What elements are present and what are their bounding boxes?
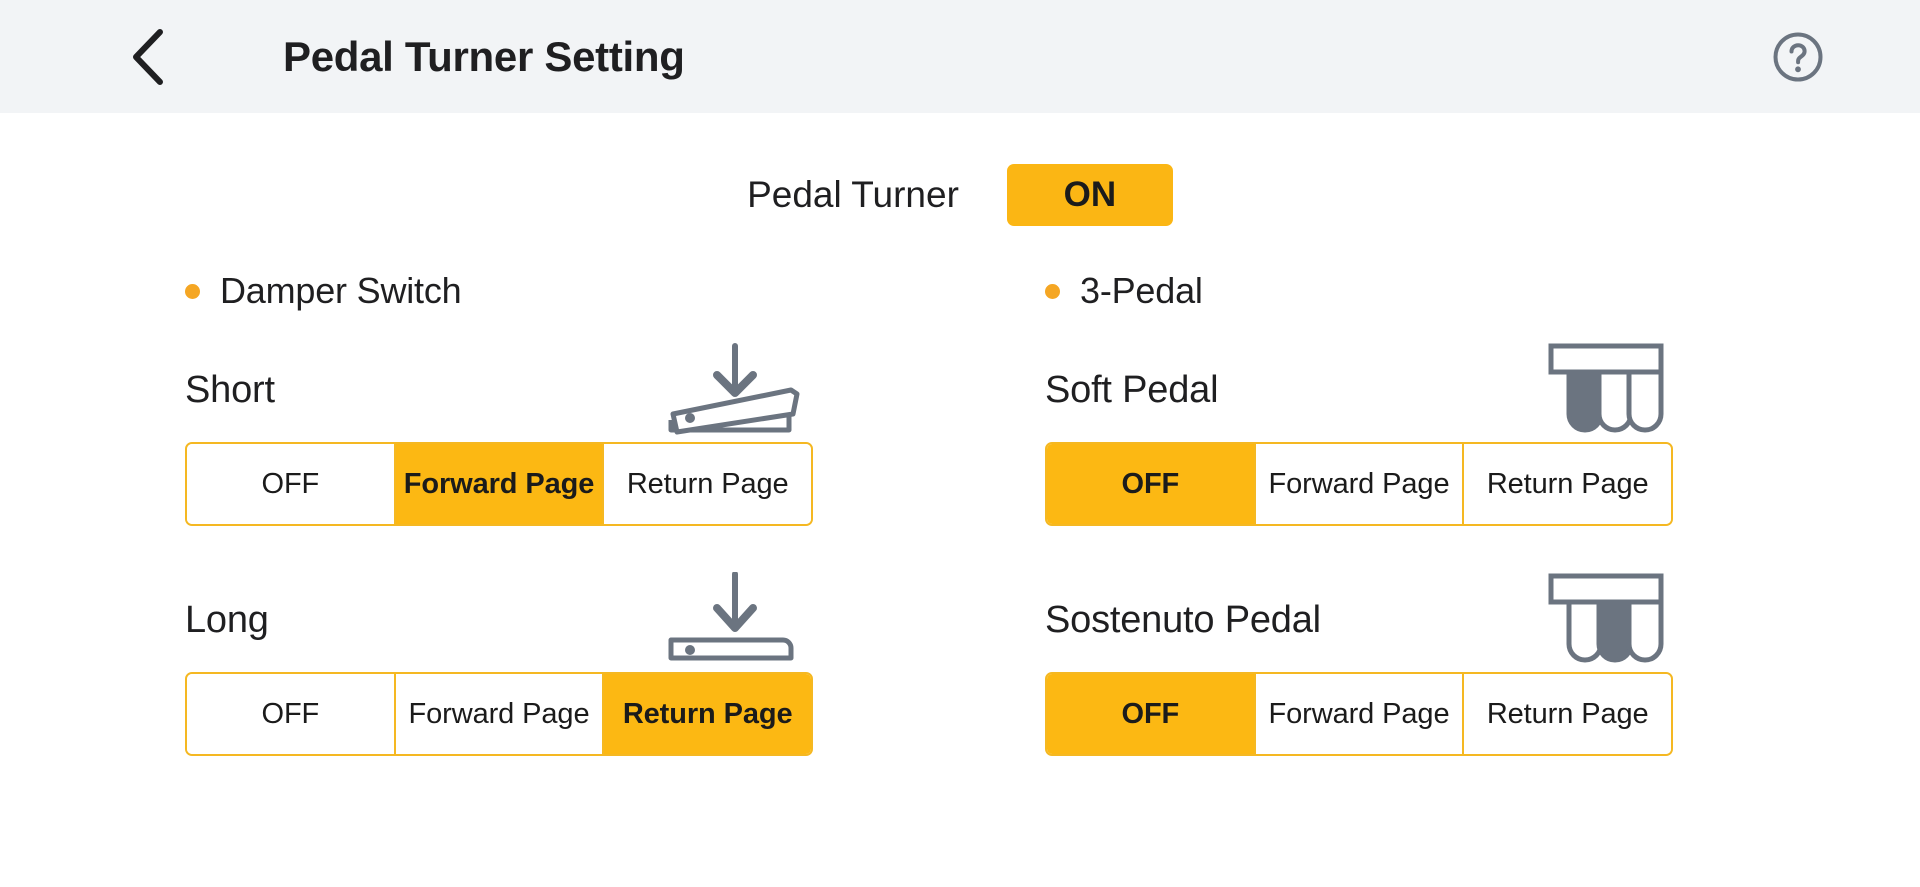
segmented-control-long[interactable]: OFF Forward Page Return Page (185, 672, 813, 756)
section-header-damper-switch: Damper Switch (185, 270, 960, 312)
segmented-control-soft-pedal[interactable]: OFF Forward Page Return Page (1045, 442, 1673, 526)
segment-long-off[interactable]: OFF (187, 674, 396, 754)
setting-block-long: Long OFF Forward Page Return Page (185, 568, 960, 756)
segment-short-return-page[interactable]: Return Page (604, 444, 811, 524)
segment-short-off[interactable]: OFF (187, 444, 396, 524)
setting-head-soft-pedal: Soft Pedal (1045, 338, 1673, 442)
section-header-3-pedal: 3-Pedal (1045, 270, 1920, 312)
app-header: Pedal Turner Setting (0, 0, 1920, 113)
pedal-turner-label: Pedal Turner (747, 174, 959, 215)
pedal-turner-on-button[interactable]: ON (1006, 164, 1173, 226)
back-button[interactable] (118, 26, 180, 88)
section-title-damper-switch: Damper Switch (220, 270, 462, 311)
segment-sostenuto-pedal-off[interactable]: OFF (1047, 674, 1256, 754)
bullet-dot-icon (185, 283, 200, 299)
chevron-left-icon (126, 27, 172, 87)
setting-head-long: Long (185, 568, 813, 672)
segmented-control-short[interactable]: OFF Forward Page Return Page (185, 442, 813, 526)
segment-sostenuto-pedal-forward-page[interactable]: Forward Page (1255, 674, 1465, 754)
segmented-control-sostenuto-pedal[interactable]: OFF Forward Page Return Page (1045, 672, 1673, 756)
setting-head-sostenuto-pedal: Sostenuto Pedal (1045, 568, 1673, 672)
setting-block-short: Short OFF Forward Page Return Page (185, 338, 960, 526)
section-title-3-pedal: 3-Pedal (1080, 270, 1203, 311)
pedal-turner-toggle-row: Pedal Turner ON (0, 164, 1920, 226)
setting-head-short: Short (185, 338, 813, 442)
pedal-fully-pressed-icon (657, 572, 813, 668)
three-pedal-left-highlighted-icon (1539, 340, 1673, 440)
section-damper-switch: Damper Switch Short OFF Forward Pa (0, 270, 960, 772)
setting-block-sostenuto-pedal: Sostenuto Pedal OFF Forward Page Return … (1045, 568, 1920, 756)
setting-label-sostenuto-pedal: Sostenuto Pedal (1045, 598, 1321, 641)
segment-sostenuto-pedal-return-page[interactable]: Return Page (1464, 674, 1671, 754)
spacer (185, 542, 960, 568)
three-pedal-middle-highlighted-icon (1539, 570, 1673, 670)
setting-label-long: Long (185, 598, 269, 641)
segment-soft-pedal-return-page[interactable]: Return Page (1464, 444, 1671, 524)
bullet-dot-icon (1045, 283, 1060, 299)
pedal-half-pressed-icon (657, 342, 813, 438)
segment-long-return-page[interactable]: Return Page (604, 674, 811, 754)
section-3-pedal: 3-Pedal Soft Pedal OFF Forward Pag (960, 270, 1920, 772)
segment-short-forward-page[interactable]: Forward Page (395, 444, 605, 524)
setting-label-short: Short (185, 368, 275, 411)
segment-soft-pedal-off[interactable]: OFF (1047, 444, 1256, 524)
setting-block-soft-pedal: Soft Pedal OFF Forward Page Return Page (1045, 338, 1920, 526)
help-circle-icon (1771, 32, 1825, 88)
spacer (1045, 542, 1920, 568)
page-title: Pedal Turner Setting (283, 32, 685, 80)
settings-columns: Damper Switch Short OFF Forward Pa (0, 270, 1920, 772)
setting-label-soft-pedal: Soft Pedal (1045, 368, 1219, 411)
help-button[interactable] (1771, 30, 1825, 84)
segment-long-forward-page[interactable]: Forward Page (395, 674, 605, 754)
segment-soft-pedal-forward-page[interactable]: Forward Page (1255, 444, 1465, 524)
